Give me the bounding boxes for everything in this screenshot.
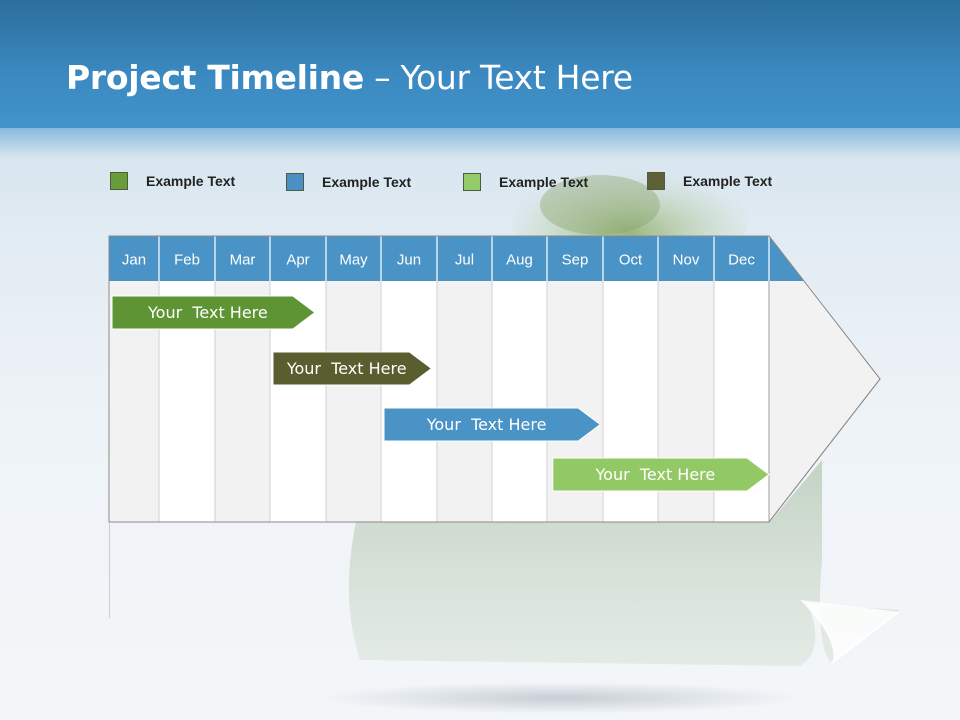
legend-label-4: Example Text bbox=[683, 173, 773, 189]
legend-swatch-3 bbox=[463, 173, 481, 191]
month-label-oct: Oct bbox=[619, 252, 643, 269]
header-band bbox=[0, 0, 960, 128]
title-bold: Project Timeline bbox=[66, 58, 364, 97]
month-label-feb: Feb bbox=[174, 252, 200, 269]
curled-paper-icon bbox=[348, 460, 900, 666]
month-label-apr: Apr bbox=[286, 252, 309, 269]
task-label-3: Your Text Here bbox=[426, 415, 547, 434]
page-title: Project Timeline – Your Text Here bbox=[66, 58, 633, 97]
reflection-line bbox=[109, 523, 110, 618]
legend-swatch-1 bbox=[110, 172, 128, 190]
month-label-mar: Mar bbox=[230, 252, 256, 269]
task-arrow-2 bbox=[272, 351, 433, 386]
month-label-aug: Aug bbox=[506, 252, 533, 269]
legend-item-3: Example Text bbox=[463, 172, 588, 192]
legend-item-4: Example Text bbox=[647, 171, 772, 191]
month-label-may: May bbox=[339, 252, 368, 269]
task-arrow-1 bbox=[111, 295, 316, 330]
month-label-nov: Nov bbox=[673, 252, 700, 269]
month-label-jul: Jul bbox=[455, 252, 474, 269]
task-arrow-4 bbox=[552, 457, 770, 492]
legend-item-1: Example Text bbox=[110, 171, 235, 191]
header-fade bbox=[0, 118, 960, 158]
legend-label-1: Example Text bbox=[146, 173, 236, 189]
title-rest: – Your Text Here bbox=[363, 58, 633, 97]
task-label-2: Your Text Here bbox=[286, 359, 407, 378]
task-arrow-3 bbox=[383, 407, 602, 442]
legend-label-2: Example Text bbox=[322, 174, 412, 190]
task-label-4: Your Text Here bbox=[595, 465, 716, 484]
legend-swatch-4 bbox=[647, 172, 665, 190]
month-label-jan: Jan bbox=[122, 252, 146, 269]
ground-shadow bbox=[320, 682, 800, 714]
legend-swatch-2 bbox=[286, 173, 304, 191]
legend-item-2: Example Text bbox=[286, 172, 411, 192]
month-label-dec: Dec bbox=[728, 252, 755, 269]
month-column-shade bbox=[326, 281, 381, 522]
month-label-jun: Jun bbox=[397, 252, 421, 269]
arrow-tip-shade bbox=[769, 281, 879, 521]
month-label-sep: Sep bbox=[562, 252, 589, 269]
task-label-1: Your Text Here bbox=[147, 303, 268, 322]
legend-label-3: Example Text bbox=[499, 174, 589, 190]
month-header-bar bbox=[109, 236, 804, 281]
month-column-shade bbox=[437, 281, 492, 522]
timeline-arrow-outline bbox=[108, 235, 881, 523]
